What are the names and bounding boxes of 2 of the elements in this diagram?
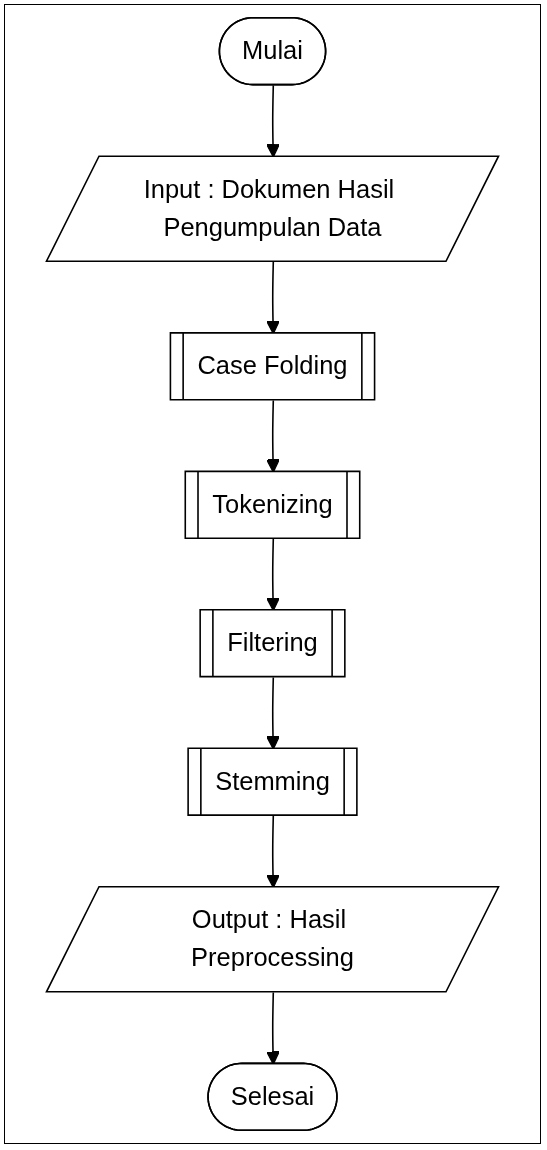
page-frame: Mulai Input : Dokumen Hasil Pengumpulan Data Case Folding Tokenizing Filtering Stemming Output : Hasil Preprocessing Selesai	[4, 4, 541, 1144]
arrow	[266, 991, 280, 1065]
